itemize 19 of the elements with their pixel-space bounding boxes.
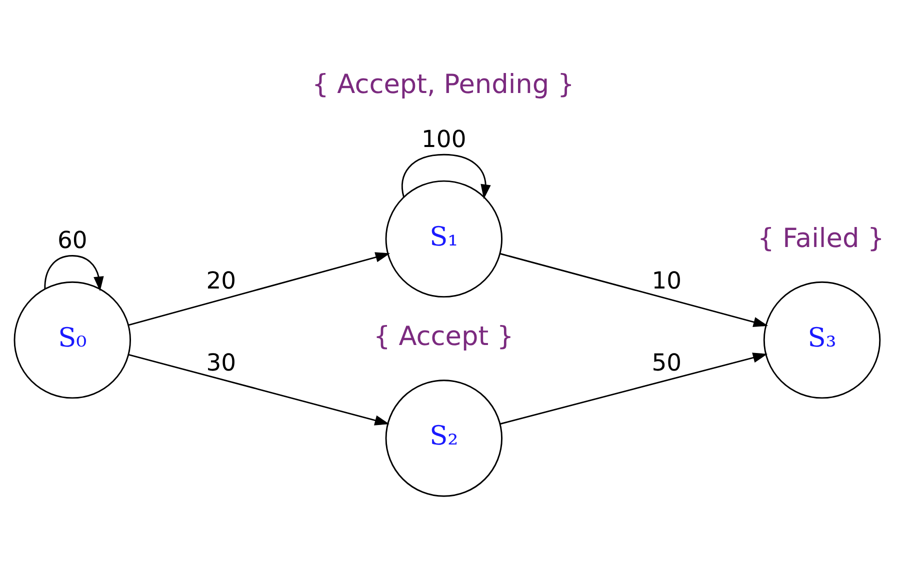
edge-label: 20: [206, 266, 236, 294]
arrow: [401, 154, 491, 200]
arrow: [500, 352, 768, 425]
edge-label: 100: [422, 125, 466, 154]
node-label: { Failed }: [758, 224, 884, 254]
arrow: [128, 252, 390, 326]
arrow: [128, 354, 390, 426]
edge-label: 60: [57, 226, 88, 254]
node-circle: S₃: [763, 281, 881, 399]
node-circle: S₂: [385, 380, 503, 497]
arrow: [500, 252, 768, 328]
edge-label: 50: [652, 348, 682, 377]
edge-label: 10: [652, 266, 682, 294]
node-circle: S₀: [14, 281, 132, 399]
node-circle: S₁: [385, 180, 503, 298]
arrow: [44, 255, 104, 292]
edge-label: 30: [206, 348, 236, 377]
node-label: { Accept, Pending }: [312, 70, 574, 100]
node-label: { Accept }: [374, 322, 514, 352]
